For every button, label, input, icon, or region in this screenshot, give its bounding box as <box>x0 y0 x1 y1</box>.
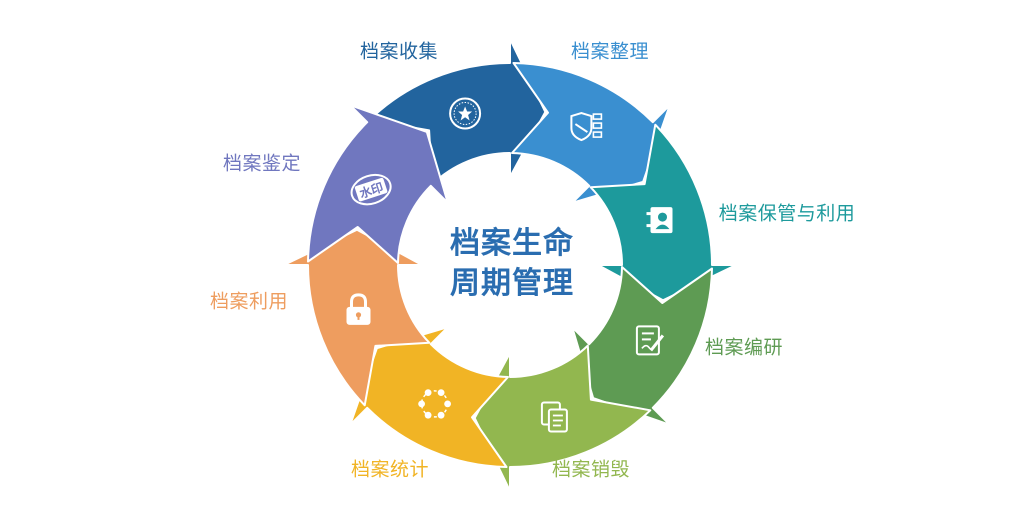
seal-star-icon <box>449 97 482 130</box>
stage-label-destroy: 档案销毁 <box>551 458 631 481</box>
stage-label-organize: 档案整理 <box>570 40 650 63</box>
watermark-stamp-icon: 水印 <box>350 173 392 206</box>
copy-documents-icon <box>540 401 568 433</box>
ring-icons: 水印 <box>346 97 673 433</box>
stage-label-collect: 档案收集 <box>359 40 439 63</box>
arrow-segment-collect <box>368 38 547 186</box>
padlock-icon <box>346 293 371 325</box>
shield-list-icon <box>570 112 603 142</box>
center-title-line2: 周期管理 <box>450 266 574 301</box>
edit-document-icon <box>635 325 665 356</box>
arrow-segment-statistics <box>349 326 509 468</box>
svg-text:水印: 水印 <box>358 179 385 201</box>
stage-label-statistics: 档案统计 <box>350 458 430 481</box>
stage-label-storage: 档案保管与利用 <box>718 202 856 225</box>
stage-label-utilize: 档案利用 <box>209 290 289 313</box>
center-title-line1: 档案生命 <box>450 226 574 261</box>
stage-label-appraise: 档案鉴定 <box>222 152 302 175</box>
stage-label-compile: 档案编研 <box>704 336 784 359</box>
contact-book-icon <box>646 207 673 234</box>
arrow-segment-compile <box>571 266 713 426</box>
node-network-icon <box>418 389 451 419</box>
